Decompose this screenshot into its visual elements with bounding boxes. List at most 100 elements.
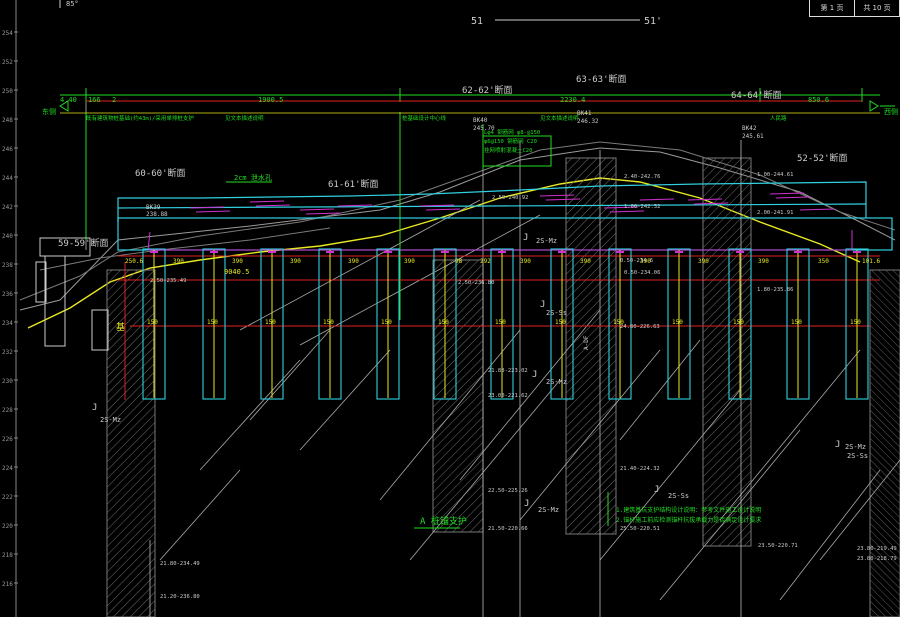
section-marker-top: 51 51' [471, 16, 662, 27]
top-notes: 既有建筑物桩基础(约43m)/采用单排桩支护见文本描述说明桩基础设计中心线见文本… [86, 114, 787, 122]
elevation-mark: 2.40-242.76 [624, 174, 660, 180]
elevation-tick-label: 220 [2, 523, 13, 530]
pile: 150 [433, 248, 457, 400]
geology-mark: J [532, 370, 537, 380]
left-label: 基 [116, 321, 125, 333]
elevation-tick-label: 228 [2, 407, 13, 414]
rebar-stroke [195, 210, 231, 213]
section-right-label: 51' [644, 16, 662, 27]
geology-mark: 2S-Mz [100, 416, 121, 424]
pile-top-mark: 0.50-234.6 [620, 258, 653, 264]
pile-top-mark: 0.50-234.06 [624, 270, 660, 276]
drain-label: 2cm 泄水孔 [234, 173, 272, 182]
rebar-stroke [687, 198, 723, 201]
top-note: 桩基础设计中心线 [402, 114, 447, 122]
elevation-tick-label: 242 [2, 204, 13, 211]
pile-spacing-label: 390 [580, 258, 591, 265]
reinforcement-marks [147, 192, 853, 251]
geology-mark: J [835, 440, 840, 450]
pile-spacing-label: 390 [232, 258, 243, 265]
low-elevation-mark: 23.80-219.49 [857, 546, 897, 552]
low-elevation-mark: 23.00-221.62 [488, 393, 528, 399]
rebar-stroke [609, 210, 645, 213]
geology-mark: 2S-Ss [546, 309, 567, 317]
mid-note: 挂网喷射混凝土C20 [484, 146, 532, 154]
borehole-id: BK42 [742, 125, 757, 132]
rebar-stroke [639, 198, 675, 201]
low-elevation-mark: 21.40-224.32 [620, 466, 660, 472]
section-52: 52-52'断面 [797, 152, 848, 164]
rebar-stroke [299, 208, 335, 211]
pile-spacing-label: 390 [640, 258, 651, 265]
callout: A 桩锚支护 [414, 515, 467, 529]
rebar-stroke [603, 206, 639, 209]
pile-top-mark: 2.50-236.80 [458, 280, 494, 286]
arrow-left: 东侧 [42, 100, 69, 116]
elevation-tick-label: 230 [2, 378, 13, 385]
pile-dim-label: 150 [555, 319, 566, 326]
top-dim-label: 166 [88, 96, 101, 104]
elevation-mark: 2.50-240.92 [492, 195, 528, 201]
top-dim-label: 850.6 [808, 96, 829, 104]
pile-dim-label: 150 [381, 319, 392, 326]
elevation-mark: 1.00-244.61 [757, 172, 793, 178]
rebar-stroke [545, 198, 581, 201]
low-elevation-mark: 23.50-220.71 [758, 543, 798, 549]
elevation-tick-label: 246 [2, 146, 13, 153]
elevation-tick-label: 252 [2, 59, 13, 66]
pile-top-mark: 1.80-235.86 [757, 287, 793, 293]
elevation-tick-label: 234 [2, 320, 13, 327]
pile-spacing-label: 350 [818, 258, 829, 265]
pile-spacing-label: 390 [698, 258, 709, 265]
pile-spacing-label: 390 [173, 258, 184, 265]
elevation-tick-label: 222 [2, 494, 13, 501]
geology-mark: 2S-Ss [847, 452, 868, 460]
pile-dim-label: 150 [733, 319, 744, 326]
pile: 150 [202, 248, 226, 400]
section-59: 59-59'断面 [58, 237, 109, 249]
elevation-tick-label: 238 [2, 262, 13, 269]
pile-dim-label: 150 [672, 319, 683, 326]
low-elevation-mark: 22.50-225.26 [488, 488, 528, 494]
cap-total: 9040.5 [224, 268, 249, 276]
borehole-elevation: 245.61 [742, 133, 764, 140]
rebar-outline [147, 230, 853, 251]
rebar-stroke [305, 212, 341, 215]
top-note: 见文本描述说明 [225, 114, 264, 122]
elevation-tick-label: 224 [2, 465, 13, 472]
pile: 150 [318, 248, 342, 400]
pile-dim-label: 150 [613, 319, 624, 326]
top-dimension [60, 88, 880, 102]
top-dim-label: 2230.4 [560, 96, 585, 104]
elevation-tick-label: 218 [2, 552, 13, 559]
bottom-note-1: 1.建筑基坑支护结构设计说明：参考文件施工设计说明 [616, 506, 761, 514]
pile-dim-label: 150 [147, 319, 158, 326]
pile: 150 [260, 248, 284, 400]
pile-spacing-label: 390 [290, 258, 301, 265]
top-note: 见文本描述说明 [540, 114, 579, 122]
top-note: 人民路 [770, 114, 787, 122]
pile-spacing-label: 101.6 [862, 258, 880, 265]
bk39-elev: 238.88 [146, 211, 168, 218]
section-64: 64-64'断面 [731, 89, 782, 101]
elevation-tick-label: 240 [2, 233, 13, 240]
mid-note-box [482, 135, 552, 167]
title-cell-2: 共 10 页 [855, 0, 900, 16]
pile: 150 [142, 248, 166, 400]
elevation-tick-label: 216 [2, 581, 13, 588]
pile-top-mark: 2.50-235.49 [150, 278, 186, 284]
geology-mark: J [540, 300, 545, 310]
side-mark: 2S-Mz [845, 443, 866, 451]
svg-text:西侧: 西侧 [884, 107, 898, 116]
pile-top-marks: 2.50-235.49 2.50-236.80 0.50-234.06 1.80-23… [150, 258, 793, 293]
red-dim-lines [118, 255, 880, 327]
pile: 150 [786, 248, 810, 400]
pile-dim-label: 150 [850, 319, 861, 326]
elevation-marks: 2.40-242.761.00-242.321.00-244.612.00-24… [492, 172, 793, 216]
pile-spacing-label: 390 [758, 258, 769, 265]
pile-spacing-label: 250.6 [125, 258, 143, 265]
